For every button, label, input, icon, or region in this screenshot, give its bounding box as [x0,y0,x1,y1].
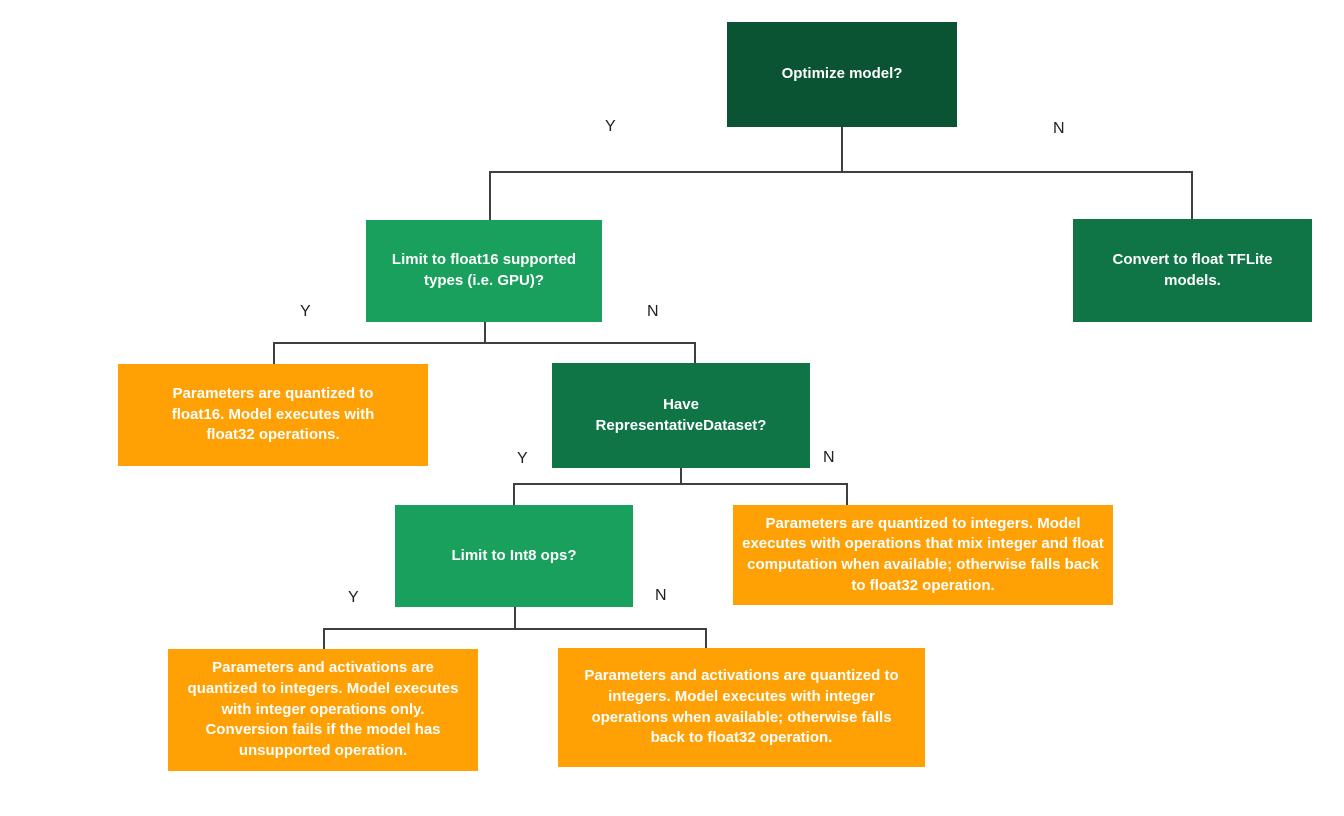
node-have-representative-dataset-text: Have RepresentativeDataset? [595,395,767,434]
node-limit-float16-text: Limit to float16 supported types (i.e. G… [391,251,577,289]
node-int8-fallback-result: Parameters and activations are quantized… [558,648,925,767]
node-int8-fallback-result-text: Parameters and activations are quantized… [584,667,899,747]
connector-optimize-yes-drop [489,171,491,220]
node-int8-only-result: Parameters and activations are quantized… [168,649,478,771]
node-mixed-quantization-result-text: Parameters are quantized to integers. Mo… [742,514,1104,594]
connector-float16-branch [273,342,695,344]
node-convert-float-tflite: Convert to float TFLite models. [1073,219,1312,322]
node-have-representative-dataset: Have RepresentativeDataset? [552,363,810,468]
connector-int8-yes-drop [323,628,325,649]
node-float16-result: Parameters are quantized to float16. Mod… [118,364,428,466]
connector-repdataset-no-drop [846,483,848,505]
node-mixed-quantization-result: Parameters are quantized to integers. Mo… [733,505,1113,605]
node-int8-only-result-text: Parameters and activations are quantized… [187,659,459,760]
edge-label-int8-no: N [655,587,667,604]
connector-repdataset-yes-drop [513,483,515,505]
connector-float16-stem [484,322,486,343]
connector-int8-branch [323,628,707,630]
edge-label-int8-yes: Y [348,589,359,606]
edge-label-float16-no: N [647,303,659,320]
edge-label-repdataset-no: N [823,449,835,466]
connector-optimize-no-drop [1191,171,1193,219]
connector-int8-stem [514,607,516,629]
connector-optimize-stem [841,127,843,172]
edge-label-optimize-no: N [1053,120,1065,137]
connector-repdataset-branch [513,483,848,485]
node-limit-float16: Limit to float16 supported types (i.e. G… [366,220,602,322]
node-limit-int8-ops: Limit to Int8 ops? [395,505,633,607]
node-float16-result-text: Parameters are quantized to float16. Mod… [171,384,375,444]
edge-label-optimize-yes: Y [605,118,616,135]
edge-label-float16-yes: Y [300,303,311,320]
edge-label-repdataset-yes: Y [517,450,528,467]
node-convert-float-tflite-text: Convert to float TFLite models. [1112,250,1273,289]
connector-float16-yes-drop [273,342,275,364]
connector-float16-no-drop [694,342,696,363]
node-optimize-model-text: Optimize model? [781,65,903,83]
node-optimize-model: Optimize model? [727,22,957,127]
connector-optimize-branch [489,171,1193,173]
node-limit-int8-ops-text: Limit to Int8 ops? [451,546,577,564]
connector-repdataset-stem [680,468,682,484]
connector-int8-no-drop [705,628,707,648]
